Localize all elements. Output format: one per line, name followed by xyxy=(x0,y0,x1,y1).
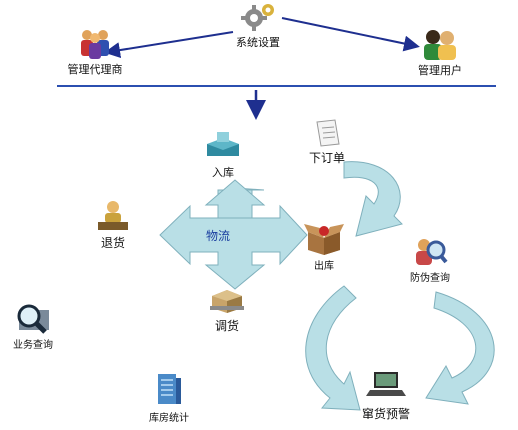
user-management-label: 管理用户 xyxy=(418,64,462,77)
people-group-icon xyxy=(81,30,109,59)
node-agent-management: 管理代理商 xyxy=(55,28,135,76)
laptop-icon xyxy=(366,372,406,396)
magnifier-user-icon xyxy=(416,239,448,265)
system-settings-label: 系统设置 xyxy=(236,36,280,49)
node-system-settings: 系统设置 xyxy=(218,2,298,49)
node-outbound: 出库 xyxy=(296,218,352,273)
arrow-to-agent-management xyxy=(104,31,234,59)
stock-alert-label: 窜货预警 xyxy=(361,407,410,421)
anti-counterfeit-query-label: 防伪查询 xyxy=(410,273,450,284)
node-stock-alert: 窜货预警 xyxy=(352,368,420,421)
clipboard-icon xyxy=(316,119,340,147)
node-warehouse-stats: 库房统计 xyxy=(138,372,200,425)
arrow-to-user-management xyxy=(281,17,420,52)
magnifier-icon xyxy=(17,304,49,334)
person-desk-icon xyxy=(98,201,128,230)
curve-arrow-outbound-to-alert xyxy=(305,285,361,411)
logistics-label: 物流 xyxy=(206,229,231,243)
node-transfer: 调货 xyxy=(200,286,254,333)
inbound-label: 入库 xyxy=(212,166,234,179)
transfer-label: 调货 xyxy=(214,319,239,333)
node-returns: 退货 xyxy=(86,200,140,250)
warehouse-stats-label: 库房统计 xyxy=(149,413,189,424)
server-icon xyxy=(158,374,181,404)
gears-icon xyxy=(241,4,274,31)
business-query-label: 业务查询 xyxy=(13,340,53,351)
open-box-icon xyxy=(304,224,344,255)
node-user-management: 管理用户 xyxy=(400,28,480,77)
inbox-tray-icon xyxy=(207,132,239,156)
curve-arrow-order-to-outbound xyxy=(343,161,403,237)
returns-label: 退货 xyxy=(100,236,125,250)
node-inbound: 入库 xyxy=(196,130,250,179)
package-icon xyxy=(210,290,244,313)
users-icon xyxy=(424,30,456,60)
logistics-cross-arrow-top xyxy=(204,179,266,219)
node-anti-counterfeit-query: 防伪查询 xyxy=(398,236,462,285)
node-place-order: 下订单 xyxy=(292,118,362,165)
place-order-label: 下订单 xyxy=(308,151,345,165)
agent-management-label: 管理代理商 xyxy=(67,63,123,76)
outbound-label: 出库 xyxy=(314,261,334,272)
curve-arrow-query-to-alert xyxy=(425,291,495,405)
node-business-query: 业务查询 xyxy=(2,302,64,352)
